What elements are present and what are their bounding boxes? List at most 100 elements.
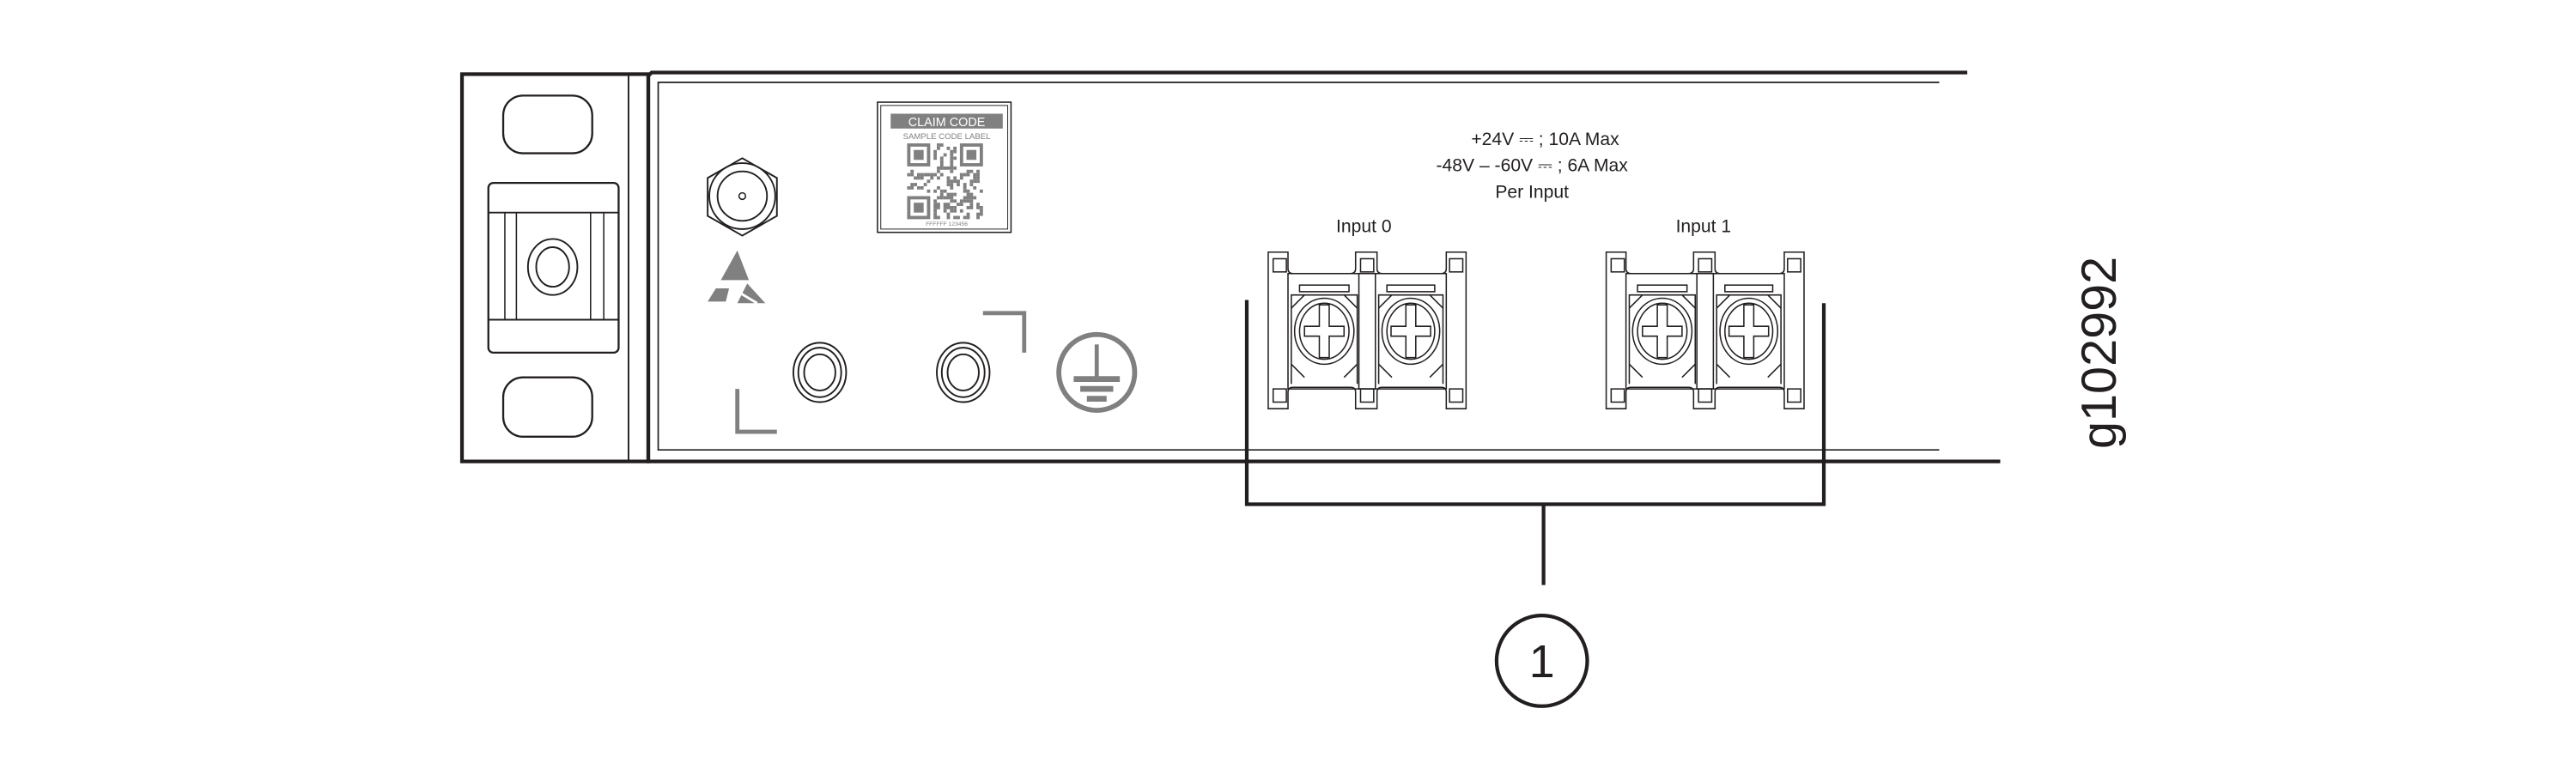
qr-module	[973, 173, 977, 177]
qr-module	[946, 179, 951, 184]
qr-module	[950, 169, 954, 173]
terminal-tab	[1272, 388, 1287, 403]
qr-module	[950, 185, 954, 190]
qr-module	[943, 203, 947, 207]
qr-module	[939, 160, 944, 164]
qr-module	[907, 185, 911, 190]
qr-module	[950, 163, 954, 167]
qr-module	[969, 203, 974, 207]
qr-module	[914, 183, 917, 186]
qr-module	[969, 169, 974, 173]
qr-module	[937, 146, 940, 150]
figure-id: g102992	[2072, 257, 2127, 449]
qr-module	[930, 176, 934, 180]
qr-module	[950, 156, 954, 160]
terminal-tab	[1449, 257, 1464, 273]
qr-module	[937, 185, 940, 190]
qr-module	[946, 215, 951, 220]
callout-number: 1	[1529, 636, 1555, 687]
qr-module	[937, 166, 940, 170]
qr-module	[976, 206, 980, 209]
qr-module	[933, 149, 938, 154]
qr-module	[920, 176, 924, 180]
terminal-frame	[1267, 251, 1467, 409]
qr-module	[966, 199, 970, 203]
qr-module	[933, 212, 938, 216]
qr-module	[973, 179, 977, 184]
rating-line-3: Per Input	[1495, 182, 1569, 202]
qr-module	[933, 203, 938, 207]
antenna-connector-icon	[707, 157, 778, 237]
qr-module	[950, 196, 954, 200]
qr-module	[957, 183, 960, 186]
qr-module	[957, 203, 960, 207]
qr-module	[927, 179, 931, 184]
qr-module	[939, 166, 944, 170]
terminal-tab	[1449, 388, 1464, 403]
qr-module	[969, 199, 974, 203]
qr-module	[969, 206, 974, 209]
terminal-screw-icon	[1628, 284, 1697, 385]
qr-module	[963, 199, 967, 203]
qr-module	[953, 209, 957, 213]
qr-module	[939, 156, 944, 160]
qr-module	[969, 192, 974, 197]
qr-module	[943, 166, 947, 170]
qr-module	[950, 209, 954, 213]
qr-module	[910, 183, 914, 186]
mounting-ear	[459, 72, 651, 463]
qr-module	[976, 212, 980, 216]
qr-module	[946, 212, 951, 216]
qr-module	[937, 196, 940, 200]
qr-module	[943, 153, 947, 157]
qr-module	[946, 183, 951, 186]
qr-module	[946, 203, 951, 207]
terminal-tab	[1698, 388, 1713, 403]
rating-line-2: -48V – -60V ⎓ ; 6A Max	[1436, 156, 1628, 176]
qr-module	[953, 179, 957, 184]
qr-module	[933, 153, 938, 157]
qr-module	[966, 212, 970, 216]
mounting-slot-bottom	[501, 376, 593, 438]
terminal-tab	[1787, 257, 1801, 273]
qr-module	[946, 146, 951, 150]
ground-stud-hole-left	[793, 342, 848, 403]
qr-module	[973, 196, 977, 200]
qr-module	[950, 179, 954, 184]
qr-module	[969, 179, 974, 184]
qr-module	[953, 146, 957, 150]
qr-module	[927, 189, 931, 193]
mounting-slot-top	[501, 94, 593, 154]
qr-module	[966, 189, 970, 193]
qr-module	[920, 173, 924, 177]
qr-module	[946, 192, 951, 197]
qr-module	[973, 185, 977, 190]
qr-module	[937, 176, 940, 180]
terminal-screw-icon	[1716, 284, 1782, 385]
claim-code-subtitle: SAMPLE CODE LABEL	[903, 132, 992, 142]
qr-module	[950, 192, 954, 197]
terminal-tab	[1610, 257, 1625, 273]
qr-module	[976, 203, 980, 207]
qr-module	[959, 173, 963, 177]
terminal-block-input-0	[1267, 251, 1467, 409]
qr-module	[933, 189, 938, 193]
qr-module	[910, 185, 914, 190]
qr-module	[957, 179, 960, 184]
qr-module	[963, 185, 967, 190]
qr-module	[963, 215, 967, 220]
qr-module	[976, 169, 980, 173]
terminal-divider	[1358, 272, 1376, 390]
terminal-body	[1287, 272, 1448, 390]
terminal-tab	[1787, 388, 1801, 403]
terminal-tab	[1698, 257, 1713, 273]
claim-code-serial: FFFFFF 123456	[926, 221, 968, 227]
qr-module	[976, 173, 980, 177]
qr-module	[950, 206, 954, 209]
qr-module	[969, 196, 974, 200]
qr-module	[933, 199, 938, 203]
terminal-tab	[1272, 257, 1287, 273]
qr-module	[953, 215, 957, 220]
qr-module	[946, 196, 951, 200]
qr-module	[943, 209, 947, 213]
